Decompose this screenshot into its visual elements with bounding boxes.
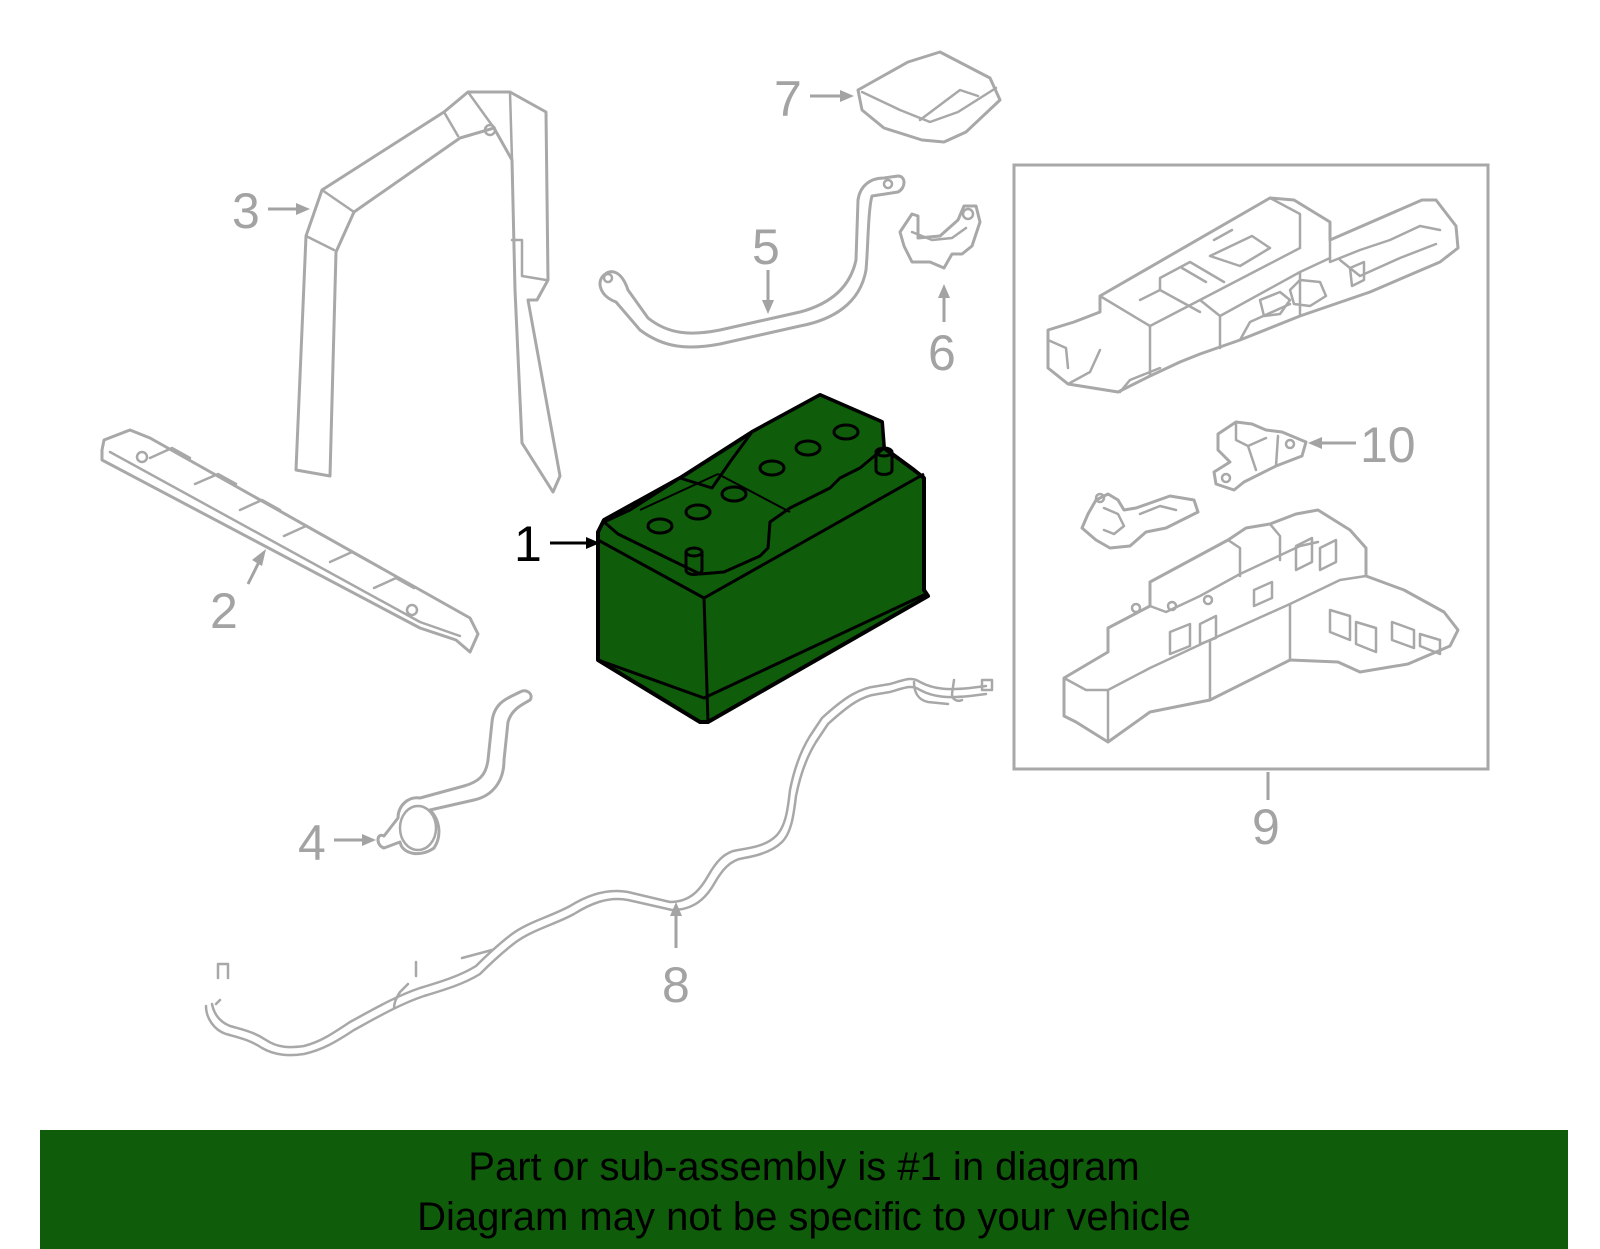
part-4-vent-hose[interactable] (376, 689, 533, 856)
callout-5: 5 (752, 219, 780, 275)
callout-1: 1 (514, 516, 542, 572)
part-7-terminal-cover[interactable] (856, 50, 1002, 144)
info-banner: Part or sub-assembly is #1 in diagram Di… (40, 1130, 1568, 1249)
callout-10: 10 (1360, 417, 1416, 473)
part-1-battery[interactable] (596, 393, 930, 724)
callout-2: 2 (210, 583, 238, 639)
part-3-hold-down-strap[interactable] (294, 90, 562, 494)
banner-line-2: Diagram may not be specific to your vehi… (417, 1195, 1191, 1239)
callout-6: 6 (928, 325, 956, 381)
banner-line-1: Part or sub-assembly is #1 in diagram (468, 1145, 1140, 1189)
part-9-fuse-box-assembly[interactable] (1012, 163, 1490, 771)
part-5-battery-cable[interactable] (598, 174, 906, 349)
part-2-battery-tray-bracket[interactable] (100, 428, 480, 654)
callout-4: 4 (298, 815, 326, 871)
callout-3: 3 (232, 183, 260, 239)
leader-lines (246, 90, 1356, 948)
callout-7: 7 (774, 71, 802, 127)
part-8-wiring-harness[interactable] (204, 677, 994, 1057)
part-6-terminal-clamp[interactable] (898, 204, 982, 270)
callout-8: 8 (662, 957, 690, 1013)
callout-9: 9 (1252, 799, 1280, 855)
